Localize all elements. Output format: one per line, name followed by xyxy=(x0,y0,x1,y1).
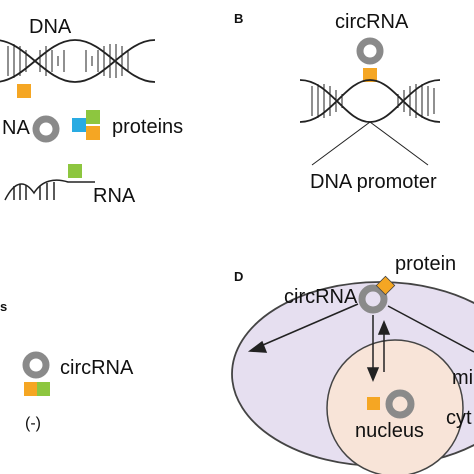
panel-b-letter: B xyxy=(234,11,244,26)
circrna-ring-b xyxy=(356,37,384,65)
circrna-label-b: circRNA xyxy=(335,11,409,33)
circrna-ring-c xyxy=(22,351,50,379)
rna-strand-icon xyxy=(4,179,95,201)
circrna-label-d: circRNA xyxy=(284,286,358,308)
negative-sign-label: (-) xyxy=(25,415,41,432)
orange-square-on-dna xyxy=(17,84,31,98)
panel-d xyxy=(231,275,474,474)
green-square-c xyxy=(37,382,50,396)
circrna-ring-a xyxy=(32,115,60,143)
proteins-label: proteins xyxy=(112,116,184,138)
dna-double-helix-b xyxy=(299,79,441,166)
panel-c-letter-fragment: s xyxy=(0,299,8,314)
dna-double-helix-a xyxy=(0,39,156,83)
circrna-ring-d xyxy=(358,284,388,314)
orange-square-c xyxy=(24,382,37,396)
cyt-fragment-label: cyt xyxy=(446,407,472,429)
green-square-on-rna xyxy=(68,164,82,178)
orange-square-nucleus xyxy=(367,397,380,410)
circrna-ring-nucleus xyxy=(385,389,415,419)
panel-d-letter: D xyxy=(234,269,244,284)
circrna-partial-label: NA xyxy=(2,117,30,139)
nucleus-label: nucleus xyxy=(355,420,424,442)
dna-label: DNA xyxy=(29,16,72,38)
protein-square-d xyxy=(375,275,396,296)
protein-cluster-icon xyxy=(72,110,100,140)
panel-c xyxy=(22,351,50,396)
rna-label: RNA xyxy=(93,185,136,207)
panel-b xyxy=(299,37,441,166)
nucleus-compartment xyxy=(326,339,464,474)
mit-fragment-label: mi xyxy=(452,367,474,389)
protein-label-d: protein xyxy=(395,253,457,275)
transport-arrows xyxy=(247,303,474,382)
dna-promoter-label: DNA promoter xyxy=(310,171,437,193)
orange-square-b xyxy=(363,68,377,82)
circrna-label-c: circRNA xyxy=(60,357,134,379)
panel-a xyxy=(0,39,156,201)
